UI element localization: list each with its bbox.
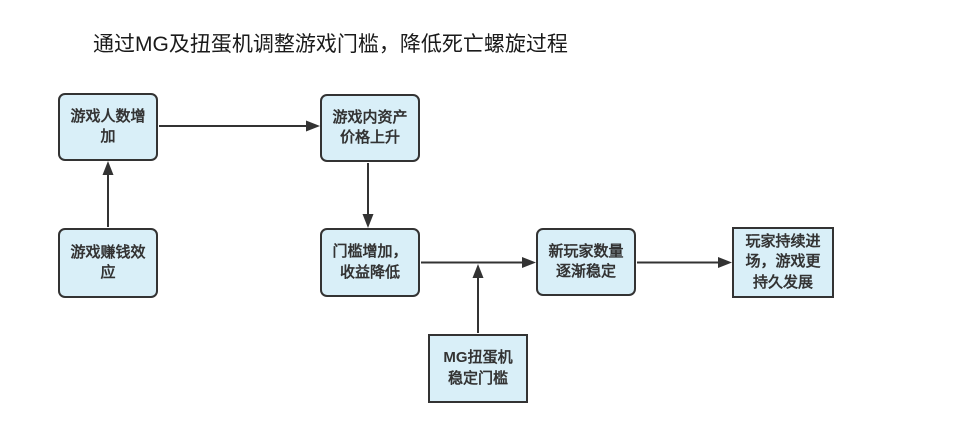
node-money-effect: 游戏赚钱效 应 [58,228,158,298]
node-sustain: 玩家持续进 场，游戏更 持久发展 [732,227,834,298]
arrow-player-increase-to-asset-price [159,120,320,132]
arrow-new-players-to-sustain [637,257,732,268]
arrow-asset-price-to-threshold [362,163,374,228]
arrow-mg-gacha-to-connector [472,264,484,333]
node-mg-gacha: MG扭蛋机 稳定门槛 [428,334,528,403]
node-player-increase: 游戏人数增 加 [58,93,158,161]
arrow-money-effect-to-player-increase [102,161,114,227]
node-asset-price: 游戏内资产 价格上升 [320,94,420,162]
diagram-title: 通过MG及扭蛋机调整游戏门槛，降低死亡螺旋过程 [93,33,568,56]
node-new-players: 新玩家数量 逐渐稳定 [536,228,636,296]
arrow-threshold-to-new-players [421,257,536,268]
node-threshold: 门槛增加， 收益降低 [320,228,420,297]
